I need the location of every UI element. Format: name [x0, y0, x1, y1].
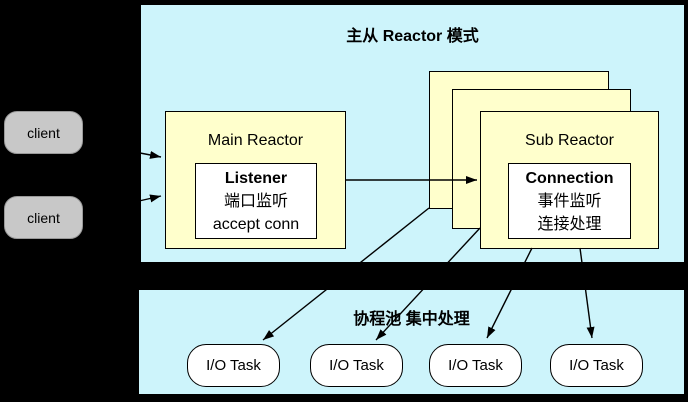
coroutine-pool-title: 协程池 集中处理 — [353, 311, 470, 328]
io-task-node: I/O Task — [310, 344, 403, 387]
io-task-label: I/O Task — [569, 357, 624, 374]
io-task-node: I/O Task — [429, 344, 522, 387]
main-reactor-label: Main Reactor — [207, 132, 304, 149]
listener-line2: 端口监听 — [223, 192, 288, 210]
client-label: client — [27, 209, 60, 226]
client-node: client — [4, 111, 83, 154]
client-label: client — [27, 124, 60, 141]
client-node: client — [4, 196, 83, 239]
listener-title: Listener — [224, 169, 288, 187]
reactor-panel-title: 主从 Reactor 模式 — [346, 28, 479, 45]
io-task-label: I/O Task — [329, 357, 384, 374]
sub-reactor-label: Sub Reactor — [525, 132, 614, 149]
connection-line2: 事件监听 — [537, 192, 602, 210]
io-task-label: I/O Task — [448, 357, 503, 374]
connection-box: Connection 事件监听 连接处理 — [508, 163, 631, 239]
io-task-node: I/O Task — [550, 344, 643, 387]
connection-line3: 连接处理 — [537, 215, 602, 233]
connection-title: Connection — [525, 169, 614, 187]
io-task-label: I/O Task — [206, 357, 261, 374]
listener-line3: accept conn — [212, 215, 300, 233]
listener-box: Listener 端口监听 accept conn — [195, 163, 317, 239]
io-task-node: I/O Task — [187, 344, 280, 387]
